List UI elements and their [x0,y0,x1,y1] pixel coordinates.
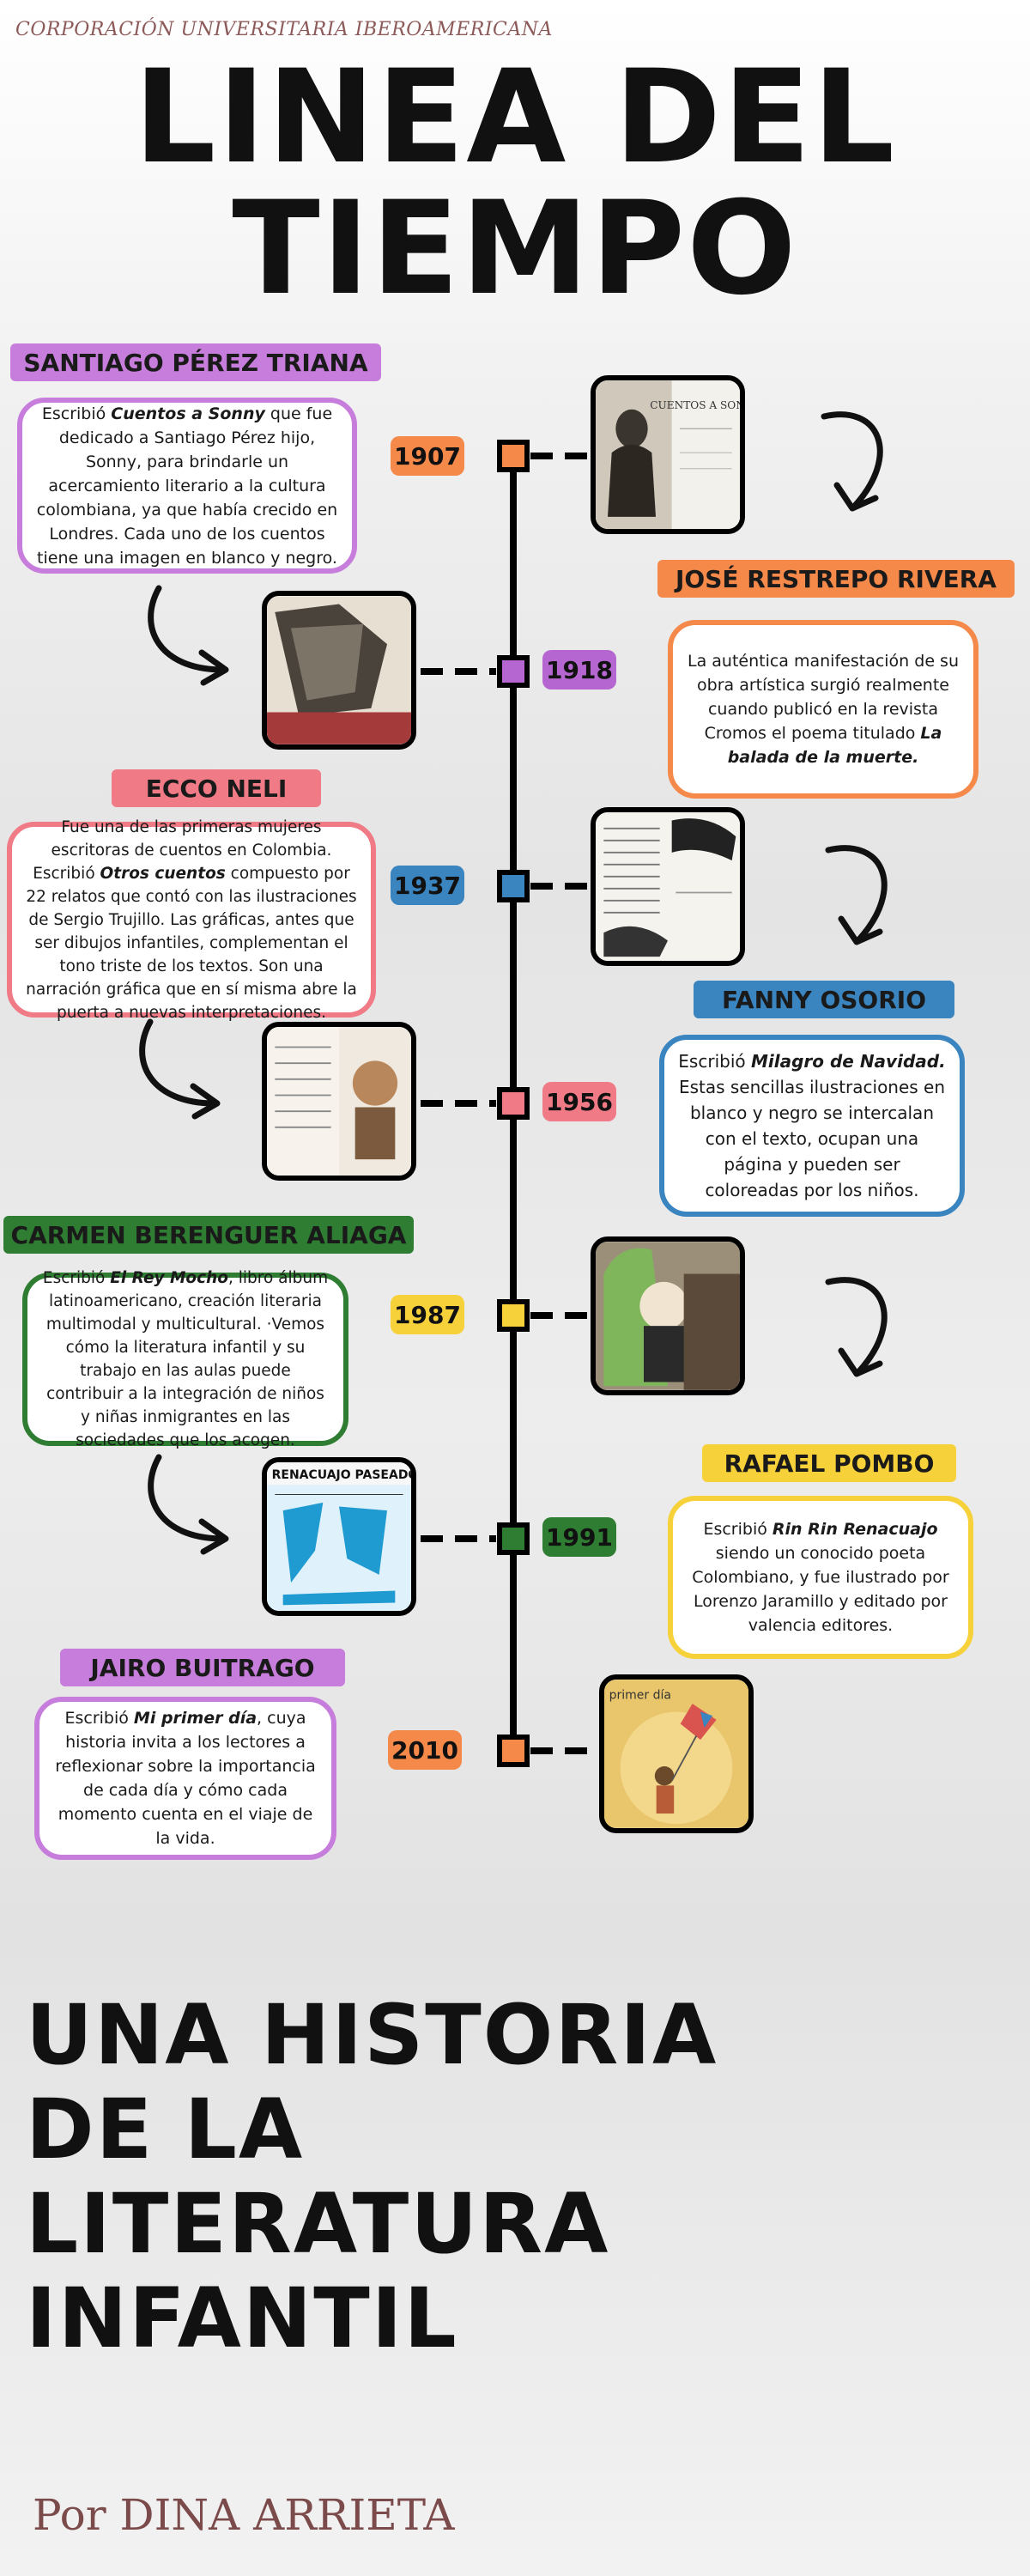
connector-dash [530,883,591,890]
timeline-marker [497,870,530,902]
curved-arrow-icon [820,404,897,519]
timeline-marker [497,1087,530,1120]
book-image: RENACUAJO PASEADOR [262,1457,416,1616]
year-badge: 1907 [391,436,464,476]
year-badge: 1918 [542,650,616,690]
event-card: Fue una de las primeras mujeres escritor… [7,818,376,1022]
subtitle-line3: LITERATURA [26,2176,610,2272]
connector-dash [530,1747,599,1754]
connector-dash [530,1312,591,1319]
book-image [262,591,416,750]
subtitle-line2: DE LA [26,2081,305,2178]
subtitle: UNA HISTORIA DE LA LITERATURA INFANTIL [26,1988,718,2366]
book-cover-title: RENACUAJO PASEADOR [272,1468,411,1482]
timeline-marker [497,1735,530,1767]
event-card: Escribió Rin Rin Renacuajo siendo un con… [668,1496,973,1659]
author-name-label: FANNY OSORIO [694,981,954,1018]
event-card: Escribió Mi primer día, cuya historia in… [34,1697,336,1860]
event-card: Escribió Milagro de Navidad. Estas senci… [659,1035,965,1217]
connector-dash [530,453,591,459]
year-badge: 1991 [542,1517,616,1557]
book-cover-title: primer día [609,1689,671,1703]
curved-arrow-icon [824,1269,901,1385]
connector-dash [421,668,496,675]
book-cover-title: CUENTOS A SONNY [650,399,740,411]
page-title-line1: LINEA DEL [133,43,897,192]
author-name-label: ECCO NELI [112,769,321,807]
author-credit: Por DINA ARRIETA [33,2490,455,2540]
year-badge: 2010 [388,1730,462,1770]
author-name-label: RAFAEL POMBO [702,1444,956,1482]
subtitle-line4: INFANTIL [26,2270,458,2366]
book-image [262,1022,416,1181]
timeline-marker [497,1299,530,1332]
year-badge: 1937 [391,866,464,905]
curved-arrow-icon [142,1453,236,1556]
connector-dash [421,1100,496,1107]
curved-arrow-icon [824,837,901,953]
timeline-marker [497,440,530,472]
curved-arrow-icon [133,1018,227,1121]
year-badge: 1987 [391,1295,464,1334]
author-name-label: SANTIAGO PÉREZ TRIANA [10,343,381,381]
book-image [591,1236,745,1395]
page-title-line2: TIEMPO [232,174,798,324]
author-name-label: CARMEN BERENGUER ALIAGA [3,1216,414,1254]
book-image: primer día [599,1674,754,1833]
curved-arrow-icon [142,584,236,687]
subtitle-line1: UNA HISTORIA [26,1987,718,2083]
event-card: Escribió Cuentos a Sonny que fue dedicad… [17,398,357,574]
book-image [591,807,745,966]
author-name-label: JAIRO BUITRAGO [60,1649,345,1686]
year-badge: 1956 [542,1082,616,1121]
institution-name: CORPORACIÓN UNIVERSITARIA IBEROAMERICANA [15,19,553,40]
timeline-marker [497,1522,530,1555]
book-image: CUENTOS A SONNY [591,375,745,534]
event-card: Escribió El Rey Mocho, libro álbum latin… [22,1269,348,1449]
event-card: La auténtica manifestación de su obra ar… [668,620,978,799]
timeline-marker [497,655,530,688]
author-name-label: JOSÉ RESTREPO RIVERA [657,560,1015,598]
connector-dash [421,1535,496,1542]
